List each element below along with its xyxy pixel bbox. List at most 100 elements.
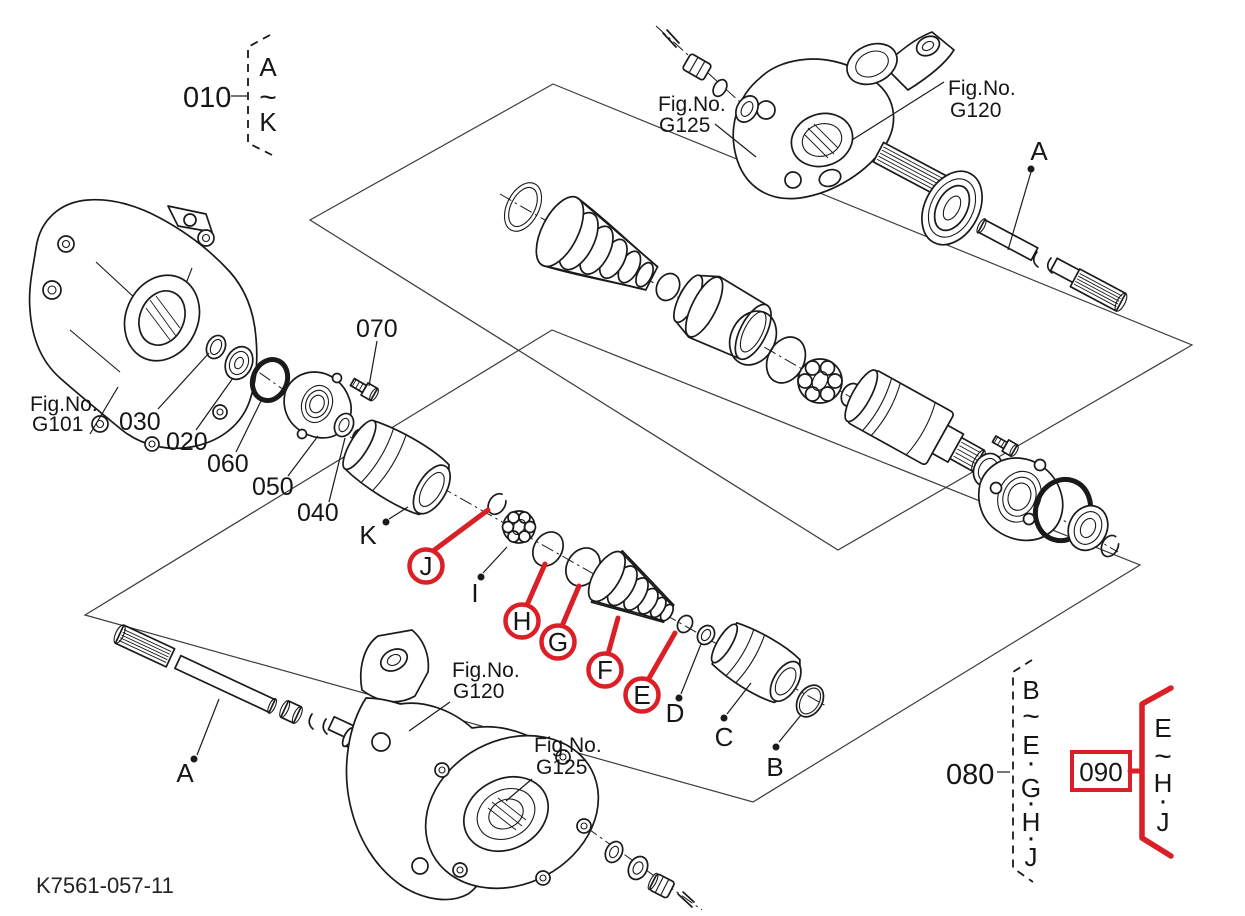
inner-boot-cup: [673, 274, 772, 361]
callout-letter-K: K: [359, 520, 377, 550]
ring-H: [531, 531, 565, 567]
bottom-axle-assembly: [113, 624, 695, 908]
bottom-arm-hole-inner: [386, 653, 402, 667]
upper-axle-exploded: [503, 182, 1120, 558]
cv-boot-outer: [535, 195, 659, 291]
callout-hotspot-H[interactable]: H: [503, 602, 541, 640]
spider-joint-I: [501, 510, 537, 544]
callout-letter-C: C: [715, 722, 734, 752]
fig-ref-g125-top-line1: Fig.No.: [658, 93, 726, 116]
ref-080-item: ~: [1022, 700, 1040, 733]
callout-letter-H: H: [513, 606, 532, 636]
callout-hotspot-E[interactable]: E: [623, 676, 661, 714]
axle-spline-end: [113, 624, 176, 668]
fig-ref-g120-top-line2: G120: [950, 99, 1001, 122]
panel-sheets: [83, 83, 1194, 803]
oil-seal-030: [205, 334, 227, 360]
ref-080-bracket: [1012, 659, 1034, 883]
lower-ear-hole: [818, 168, 842, 188]
knuckle-hole-2: [411, 857, 429, 875]
ref-080-item: E: [1022, 730, 1039, 760]
ref-090-item: J: [1157, 807, 1170, 837]
shaft-break-mark: [1032, 251, 1053, 274]
cv-boot-F: [587, 549, 675, 623]
callout-letter-J: J: [420, 551, 433, 581]
boot-clamp-large: [503, 182, 543, 232]
shaft-break-mark-bottom: [308, 713, 328, 735]
ref-090-bracket: [1139, 685, 1174, 859]
ref-010-number: 010: [183, 82, 231, 114]
ref-010-bracket: [247, 34, 273, 156]
spindle-pin-parts: [662, 29, 759, 123]
ref-group-010: 010 A ~ K: [183, 34, 277, 156]
housing-pad-hole: [183, 213, 197, 227]
callout-hotspot-J[interactable]: J: [407, 547, 445, 585]
ref-080-item: J: [1025, 842, 1038, 872]
red-leader-J: [430, 507, 491, 554]
callout-letter-I: I: [471, 578, 478, 608]
bearing-holder-flange-050: [283, 371, 352, 440]
red-leader-H: [524, 561, 548, 608]
arm-hole-inner: [921, 40, 935, 52]
boot-ring-1: [655, 272, 681, 302]
cotter-pin-bottom: [677, 891, 695, 908]
red-leader-F: [605, 615, 621, 657]
inner-boot-cup-C: [710, 622, 802, 704]
bottom-arm-hole: [379, 648, 409, 672]
body-hole-1: [756, 100, 776, 120]
cotter-pin: [662, 29, 680, 48]
spider-joint-upper: [797, 358, 843, 404]
part-number-040: 040: [297, 499, 339, 527]
fig-ref-g101-line2: G101: [32, 413, 83, 436]
shaft-bearing: [921, 170, 983, 246]
part-number-020: 020: [166, 428, 208, 456]
red-leader-E: [645, 630, 678, 683]
callout-hotspot-G[interactable]: G: [539, 623, 577, 661]
nut-ring-D: [696, 624, 716, 646]
housing-bolt-holes: [42, 229, 228, 452]
ref-group-090[interactable]: 090 E ~ H · J: [1070, 685, 1174, 859]
callout-letter-F: F: [597, 655, 613, 685]
lower-sheet-outline: [83, 329, 1142, 803]
ring-E: [676, 614, 694, 634]
ref-090-item: H: [1154, 768, 1173, 798]
differential-assembly: [28, 198, 379, 452]
front-drive-shaft-top: [921, 170, 1128, 312]
callout-letter-D: D: [666, 698, 685, 728]
housing-bore-inner: [138, 290, 186, 346]
shaft-spline-tip: [1069, 268, 1128, 312]
washer-small: [712, 78, 728, 98]
ref-080-item: H: [1022, 807, 1041, 837]
callout-letter-A-bottom: A: [176, 758, 194, 788]
snap-ring-right: [1100, 534, 1120, 558]
fig-ref-g125-bottom-line1: Fig.No.: [534, 734, 602, 757]
axle-shaft: [174, 654, 278, 714]
washer-large-inner: [740, 101, 754, 117]
callout-letter-E: E: [633, 680, 650, 710]
ref-010-item: A: [259, 52, 277, 82]
ref-010-item: K: [259, 107, 277, 137]
wheel-hub: [424, 734, 600, 890]
upper-sheet-outline: [308, 83, 1194, 551]
kingpin-bore: [855, 50, 889, 78]
drawing-code: K7561-057-11: [36, 873, 174, 898]
fig-ref-g120-top-line1: Fig.No.: [948, 77, 1016, 100]
ref-080-number: 080: [946, 759, 994, 791]
callouts: Fig.No. G125 Fig.No. G120 Fig.No. G101 F…: [30, 77, 1048, 898]
red-annotations: J H G F E 090 E ~ H · J: [407, 507, 1174, 859]
ref-080-item: ·: [1026, 821, 1036, 854]
middle-axle-exploded: [342, 419, 825, 718]
ref-090-item: ~: [1154, 740, 1172, 773]
ref-090-number: 090: [1079, 757, 1122, 787]
fig-ref-g101-line1: Fig.No.: [30, 393, 98, 416]
callout-hotspot-F[interactable]: F: [586, 651, 624, 689]
bore-spline-hatch: [803, 123, 839, 159]
fig-ref-g120-bottom-line2: G120: [453, 680, 504, 703]
ref-090-box[interactable]: [1070, 750, 1132, 792]
shaft-collars: [279, 700, 303, 724]
part-number-070: 070: [356, 315, 398, 343]
flange-bolt-right: [991, 435, 1019, 457]
ref-080-item: ·: [1026, 746, 1036, 779]
